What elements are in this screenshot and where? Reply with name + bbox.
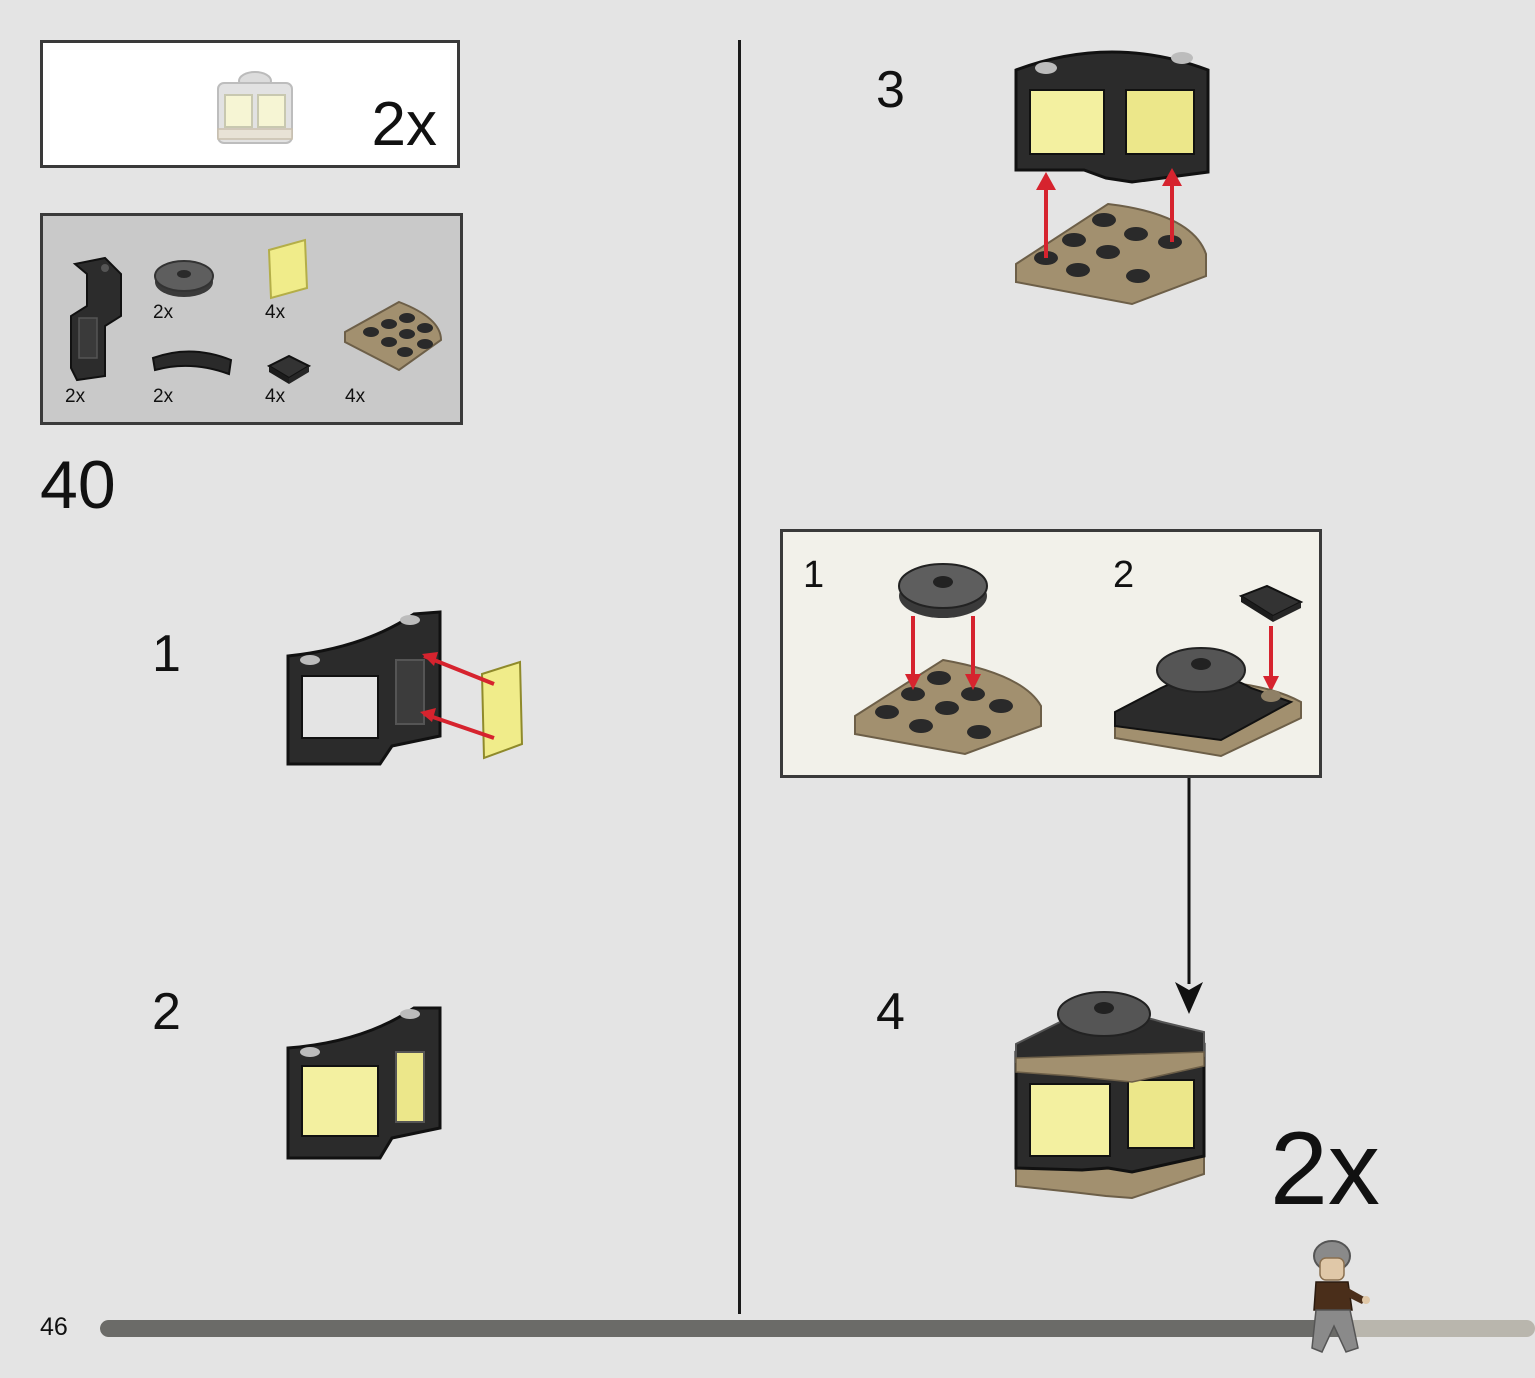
- substep-number: 3: [876, 61, 905, 119]
- curved-window-frame-icon: [70, 256, 122, 382]
- round-tile-on-plate-icon: [854, 563, 1042, 756]
- subassembly-step-number: 2: [1113, 554, 1135, 596]
- tiles-on-plate-icon: [1114, 584, 1304, 758]
- round-tile-icon: [154, 260, 214, 297]
- progress-fill: [100, 1320, 1349, 1337]
- page-number: 46: [40, 1313, 68, 1341]
- part-qty: 4x: [345, 386, 366, 407]
- window-frame-step1-icon: [286, 610, 524, 766]
- part-qty: 4x: [265, 302, 286, 323]
- window-frame-step2-icon: [286, 1006, 442, 1160]
- window-glass-icon: [267, 238, 309, 300]
- substep-number: 1: [152, 625, 181, 683]
- lamp-preview-icon: [217, 71, 293, 144]
- column-divider: [738, 40, 741, 1314]
- curved-tile-icon: [151, 350, 233, 376]
- quarter-round-plate-icon: [344, 300, 443, 372]
- part-qty: 2x: [153, 302, 174, 323]
- callout-multiplier: 2x: [371, 90, 437, 159]
- square-tile-icon: [266, 354, 312, 384]
- part-qty: 2x: [153, 386, 174, 407]
- frame-on-plate-step3-icon: [1014, 50, 1210, 306]
- progress-bar: [100, 1320, 1535, 1337]
- subassembly-arrow-icon: [1175, 778, 1203, 1014]
- part-qty: 4x: [265, 386, 286, 407]
- part-qty: 2x: [65, 386, 86, 407]
- step-number: 40: [40, 447, 116, 523]
- parts-list: 2x 2x 4x 2x 4x 4x: [40, 213, 463, 425]
- callout-box: 2x: [40, 40, 460, 168]
- final-multiplier: 2x: [1270, 1111, 1380, 1227]
- subassembly-box: 1 2: [780, 529, 1322, 778]
- minifigure-icon: [1311, 1240, 1370, 1353]
- subassembly-step-number: 1: [803, 554, 825, 596]
- lamp-assembled-icon: [1014, 991, 1206, 1200]
- substep-number: 2: [152, 983, 181, 1041]
- substep-number: 4: [876, 983, 905, 1041]
